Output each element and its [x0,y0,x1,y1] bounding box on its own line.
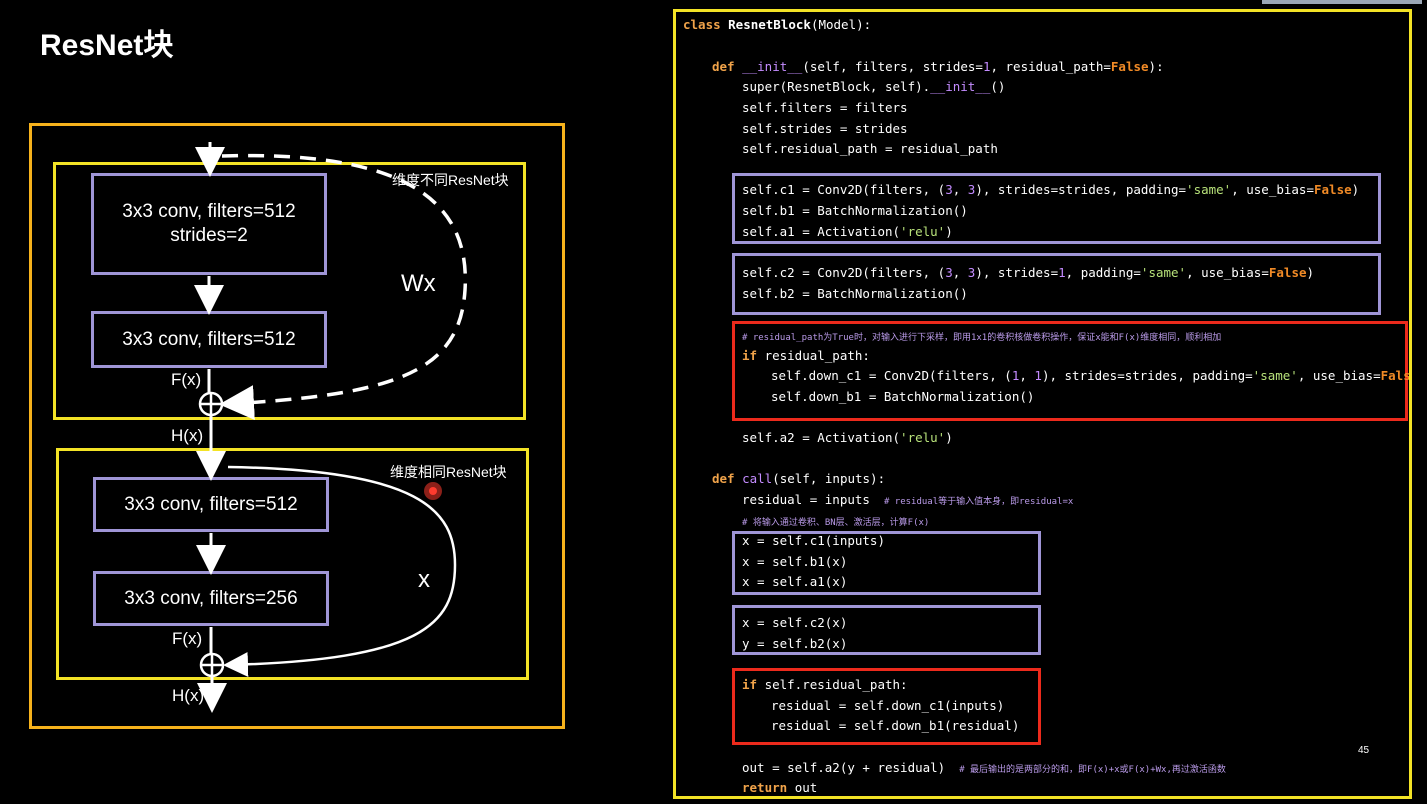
code-line-super: super(ResnetBlock, self).__init__() [742,79,1006,94]
conv-box-4-label: 3x3 conv, filters=256 [124,587,298,609]
page-title: ResNet块 [40,29,174,62]
code-line-c1: self.c1 = Conv2D(filters, (3, 3), stride… [742,182,1360,197]
code-line-x-c2: x = self.c2(x) [742,615,848,630]
code-line-b1: self.b1 = BatchNormalization() [742,203,968,218]
code-line-def-init: def __init__(self, filters, strides=1, r… [712,59,1164,74]
code-line-b2: self.b2 = BatchNormalization() [742,286,968,301]
shortcut-wx-dashed [219,153,468,421]
block1-label: 维度不同ResNet块 [392,172,509,188]
code-line-if-residual: if residual_path: [742,348,870,363]
diagram-arrows [194,142,468,713]
conv-box-1: 3x3 conv, filters=512 strides=2 [91,173,327,275]
code-panel: class ResnetBlock(Model): def __init__(s… [673,9,1412,799]
code-comment-residual-path: # residual_path为True时，对输入进行下采样，即用1x1的卷积核… [742,333,1222,343]
block1-frame [53,162,526,420]
code-line-residual-down-c1: residual = self.down_c1(inputs) [771,698,1005,713]
code-line-a2: self.a2 = Activation('relu') [742,430,953,445]
diagram-outer-frame [29,123,565,729]
code-line-y-b2: y = self.b2(x) [742,636,848,651]
conv-box-2-label: 3x3 conv, filters=512 [122,328,296,350]
code-box-call1 [732,531,1041,595]
code-line-filters: self.filters = filters [742,100,908,115]
shortcut-label-x: x [418,566,430,593]
code-box-call2 [732,605,1041,655]
shortcut-x-solid [223,465,457,677]
code-line-down-b1: self.down_b1 = BatchNormalization() [771,389,1035,404]
hx-label-2: H(x) [172,686,205,705]
code-line-class: class ResnetBlock(Model): [683,17,872,32]
code-line-x-c1: x = self.c1(inputs) [742,533,885,548]
code-line-def-call: def call(self, inputs): [712,471,886,486]
conv-box-1-line1: 3x3 conv, filters=512 [122,201,296,222]
code-line-x-a1: x = self.a1(x) [742,574,848,589]
code-line-down-c1: self.down_c1 = Conv2D(filters, (1, 1), s… [771,368,1411,383]
conv-box-1-line2: strides=2 [170,225,248,246]
code-line-residual-assign: residual = inputs# residual等于输入值本身，即resi… [742,492,1074,507]
block2-frame [56,448,529,680]
code-line-c2: self.c2 = Conv2D(filters, (3, 3), stride… [742,265,1315,280]
code-line-if-self-residual: if self.residual_path: [742,677,908,692]
block2-label: 维度相同ResNet块 [390,464,507,480]
fx-label-2: F(x) [172,629,203,648]
page-number: 45 [1358,745,1370,756]
code-comment-compute-fx: # 将输入通过卷积、BN层、激活层，计算F(x) [742,518,930,528]
fx-label-1: F(x) [171,370,202,389]
code-line-residual-down-b1: residual = self.down_b1(residual) [771,718,1020,733]
code-line-a1: self.a1 = Activation('relu') [742,224,953,239]
code-line-strides: self.strides = strides [742,121,908,136]
shortcut-label-wx: Wx [401,270,436,297]
code-line-residual-path: self.residual_path = residual_path [742,141,998,156]
hx-label-1: H(x) [171,426,204,445]
code-box-conv1 [732,173,1381,244]
code-line-x-b1: x = self.b1(x) [742,554,848,569]
code-box-conv2 [732,253,1381,315]
code-box-residual-init [732,321,1408,421]
code-line-out: out = self.a2(y + residual)# 最后输出的是两部分的和… [742,760,1226,775]
window-edge [1262,0,1422,4]
code-box-call-residual [732,668,1041,745]
conv-box-3-label: 3x3 conv, filters=512 [124,493,298,515]
code-line-return: return out [742,780,818,795]
